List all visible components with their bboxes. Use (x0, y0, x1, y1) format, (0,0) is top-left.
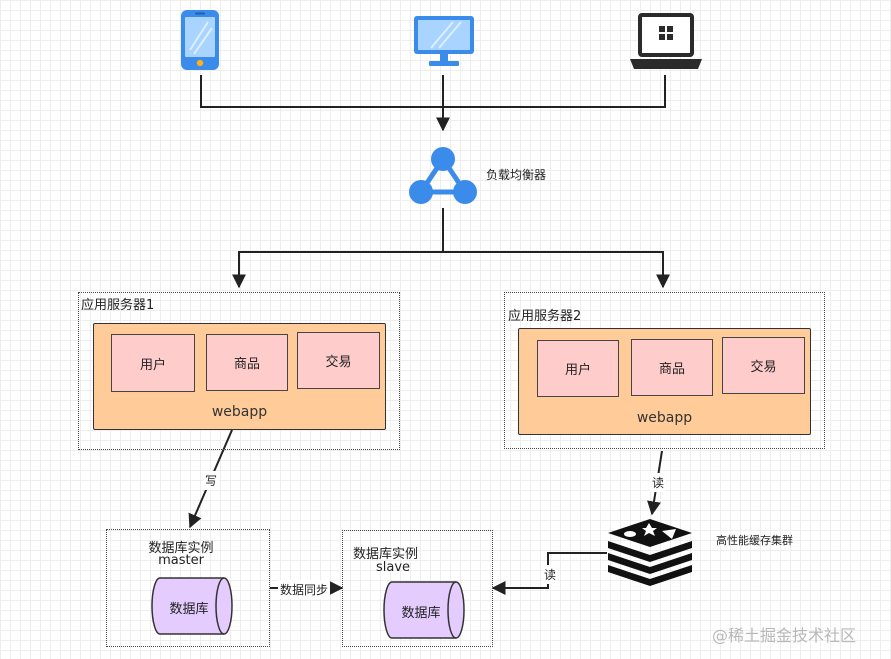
smartphone-icon (180, 10, 220, 74)
sync-edge-label: 数据同步 (278, 580, 331, 599)
client-phone-link (200, 75, 443, 108)
slave-database-label: 数据库 (401, 606, 441, 621)
webapp-label-2: webapp (636, 410, 693, 426)
app-server-1-title: 应用服务器1 (81, 298, 155, 313)
master-database-label: 数据库 (169, 602, 209, 617)
app-server-2-title: 应用服务器2 (508, 309, 582, 324)
client-laptop-link (443, 75, 666, 108)
master-db-title: 数据库实例 (148, 541, 214, 556)
read-edge-label-1: 读 (650, 473, 667, 492)
master-database-cylinder (150, 576, 236, 640)
module-goods-2: 商品 (631, 339, 713, 396)
webapp-label-1: webapp (211, 404, 268, 420)
redis-stack-icon (606, 517, 694, 591)
slave-db-group (342, 530, 493, 647)
module-trade-1: 交易 (297, 332, 380, 389)
lb-to-server2-arrow (443, 251, 670, 289)
desktop-monitor-icon (413, 16, 475, 72)
slave-db-role: slave (376, 560, 411, 575)
module-goods-1: 商品 (206, 334, 288, 391)
cache-cluster-label: 高性能缓存集群 (716, 534, 793, 547)
read-edge-label-2: 读 (542, 565, 559, 584)
write-edge-label: 写 (203, 471, 220, 490)
module-user-1: 用户 (111, 334, 195, 392)
app-server-2-group (504, 292, 825, 449)
module-trade-2: 交易 (722, 337, 805, 394)
lb-to-server1-arrow (232, 251, 443, 289)
load-balancer-icon (407, 145, 479, 211)
watermark: @稀土掘金技术社区 (712, 626, 857, 645)
module-user-2: 用户 (537, 340, 619, 397)
load-balancer-label: 负载均衡器 (486, 168, 547, 182)
app-server-1-group (78, 292, 400, 450)
master-db-group (106, 529, 270, 647)
master-db-role: master (158, 553, 204, 568)
slave-db-title: 数据库实例 (353, 547, 419, 562)
laptop-icon (630, 13, 702, 75)
slave-database-cylinder (382, 580, 468, 644)
